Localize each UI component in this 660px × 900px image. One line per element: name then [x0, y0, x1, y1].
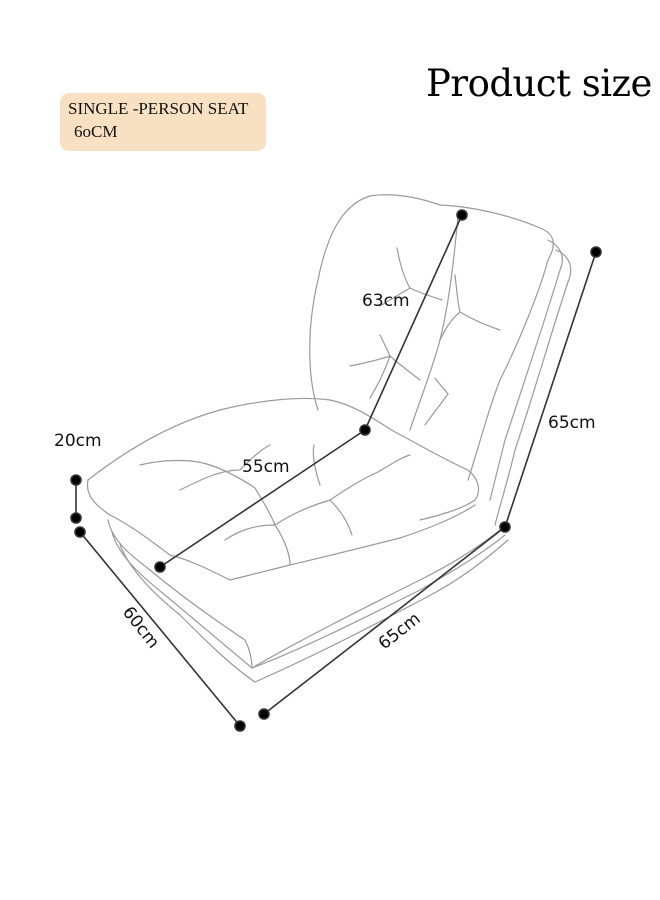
width-label: 60cm [118, 603, 163, 653]
back-height-dimension-line [504, 251, 597, 528]
seat-dimension-line [159, 429, 366, 568]
dimension-point [590, 246, 602, 258]
base-length-dimension-line [263, 526, 506, 715]
chair-outline [86, 194, 572, 683]
seat-depth-label: 55cm [242, 457, 290, 477]
dimension-point [70, 512, 82, 524]
dimension-point [74, 526, 86, 538]
backrest-dimension-line [364, 214, 463, 431]
badge-line-2: 6oCM [74, 122, 118, 141]
badge-line-1: SINGLE -PERSON SEAT [68, 99, 249, 118]
base-length-label: 65cm [375, 609, 425, 654]
dimension-point [258, 708, 270, 720]
seat-type-badge: SINGLE -PERSON SEAT 6oCM [60, 93, 266, 151]
width-dimension-line [79, 531, 241, 727]
backrest-length-label: 63cm [362, 291, 410, 311]
dimension-point [456, 209, 468, 221]
dimension-point [499, 521, 511, 533]
dimension-lines [70, 209, 602, 732]
back-height-label: 65cm [548, 413, 596, 433]
cushion-height-label: 20cm [54, 431, 102, 451]
dimension-point [70, 474, 82, 486]
dimension-point [359, 424, 371, 436]
page-title: Product size [426, 62, 652, 105]
dimension-point [154, 561, 166, 573]
dimension-point [234, 720, 246, 732]
